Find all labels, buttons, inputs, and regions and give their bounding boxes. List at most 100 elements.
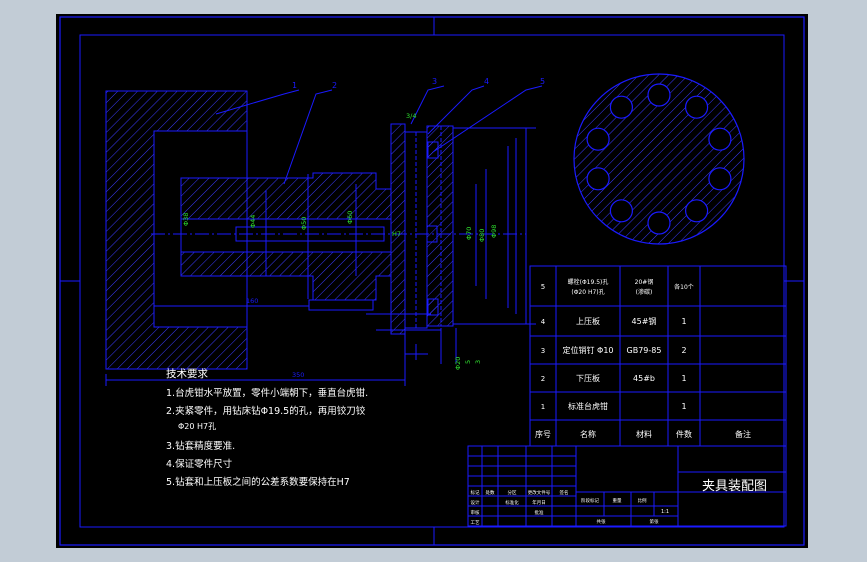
dim-phi-3: Φ50 [300, 217, 308, 230]
bom-header: 名称 [580, 429, 596, 439]
dim-phi-7: Φ98 [490, 225, 498, 238]
vise-jaw-opening [153, 130, 248, 328]
drill-bar [235, 226, 385, 242]
title-block [467, 445, 787, 527]
dim-phi-6: Φ80 [478, 229, 486, 242]
title-block-label: 重量 [613, 497, 622, 504]
drawing-title: 夹具装配图 [702, 479, 767, 494]
bom-row-qty: 2 [681, 346, 686, 355]
title-block-label: 分区 [508, 489, 517, 496]
note-1: 1.台虎钳水平放置，零件小端朝下，垂直台虎钳. [166, 388, 369, 399]
title-block-label: 共张 [597, 518, 606, 525]
dim-small-5: 3/4 [406, 112, 416, 120]
bolt-hole [708, 127, 732, 151]
bom-row-name: 下压板 [576, 373, 600, 383]
bom-table [529, 265, 787, 447]
title-block-label: 审核 [471, 509, 480, 516]
cad-viewport[interactable]: Φ38 Φ44 Φ50 Φ60 Φ70 Φ80 Φ98 Φ20 5 3 H7 3… [56, 14, 808, 548]
centering-marks [60, 17, 804, 545]
workpiece-upper [180, 172, 392, 220]
callout-4: 4 [484, 77, 489, 86]
dim-lower-length: 160 [246, 297, 258, 305]
callout-3: 3 [432, 77, 437, 86]
technical-notes: 技术要求 1.台虎钳水平放置，零件小端朝下，垂直台虎钳. 2.夹紧零件，用钻床钻… [166, 366, 368, 488]
title-block-labels: 标记处数 分区 更改文件号 签名年月日 设计 标准化审核工艺 批准 阶段标记 重量 比例共张 第张 [471, 489, 659, 526]
title-block-label: 批准 [535, 509, 544, 516]
bolt-hole [684, 95, 709, 119]
title-block-label: 第张 [650, 518, 659, 525]
title-block-label: 年月日 [532, 499, 546, 506]
plate-top-view [573, 73, 745, 245]
bolt-holes [586, 83, 732, 235]
leader-5 [432, 85, 543, 153]
bom-text: 5 螺栓(Φ19.5)孔 (Φ20 H7)孔 20#钢 (渗碳) 各10个 4 上压板 45#钢… [535, 278, 751, 439]
bolt-hole [708, 167, 732, 191]
bom-row-qty: 1 [681, 317, 686, 326]
bom-header: 材料 [636, 429, 652, 439]
leader-3 [410, 85, 445, 125]
bom-row-no: 5 [541, 283, 545, 291]
drawing-sheet: Φ38 Φ44 Φ50 Φ60 Φ70 Φ80 Φ98 Φ20 5 3 H7 3… [59, 16, 805, 546]
title-block-label: 标准化 [505, 499, 519, 506]
bom-row-name: 上压板 [576, 316, 600, 326]
callout-2: 2 [332, 81, 337, 90]
title-block-label: 比例 [638, 497, 647, 504]
note-2: 2.夹紧零件，用钻床钻Φ19.5的孔，再用铰刀铰 [166, 406, 366, 417]
bolt-hole [647, 83, 671, 107]
callouts: 1 2 3 4 5 [292, 77, 545, 90]
leader-1 [215, 89, 300, 115]
bom-row-name: 标准台虎钳 [568, 401, 608, 411]
bom-row-material: (渗碳) [636, 288, 653, 296]
dim-small-1: Φ20 [454, 357, 462, 370]
lower-plate [390, 123, 406, 335]
dim-phi-2: Φ44 [249, 215, 257, 228]
title-block-label: 工艺 [471, 520, 480, 526]
leader-4 [427, 85, 485, 135]
bolt-hole [684, 199, 709, 223]
bom-row-material: 45#b [633, 374, 655, 383]
dim-phi-1: Φ38 [182, 213, 190, 226]
dimension-values: 350 160 [246, 297, 304, 379]
dim-main-length: 350 [292, 371, 304, 379]
title-block-label: 更改文件号 [528, 489, 551, 496]
bom-row-no: 4 [541, 318, 546, 326]
bom-header: 件数 [676, 429, 692, 439]
bolt-hole [586, 167, 610, 191]
title-block-label: 标记 [471, 489, 480, 496]
notes-title: 技术要求 [166, 368, 208, 380]
bom-row-no: 2 [541, 375, 545, 383]
scale-value: 1:1 [661, 509, 669, 515]
section-view [105, 85, 543, 386]
bom-header: 备注 [735, 429, 751, 439]
bom-row-name: (Φ20 H7)孔 [571, 288, 604, 296]
dim-small-3: 3 [474, 360, 482, 364]
title-block-label: 设计 [471, 499, 480, 506]
note-2b: Φ20 H7孔 [178, 422, 217, 431]
bom-row-qty: 1 [681, 374, 686, 383]
bom-row-material: 20#钢 [635, 278, 654, 286]
bom-row-material: 45#钢 [632, 316, 657, 326]
title-block-label: 处数 [486, 489, 495, 496]
dim-small-4: H7 [392, 230, 401, 238]
bolt-hole [586, 127, 610, 151]
bom-row-material: GB79-85 [627, 346, 662, 355]
bom-row-no: 1 [541, 403, 545, 411]
note-5: 5.钻套和上压板之间的公差系数要保持在H7 [166, 477, 350, 488]
title-block-label: 签名 [560, 489, 569, 496]
bom-row-name: 螺栓(Φ19.5)孔 [568, 278, 609, 286]
note-4: 4.保证零件尺寸 [166, 459, 233, 470]
title-block-label: 阶段标记 [581, 497, 599, 504]
bolt-hole [609, 95, 634, 119]
bom-row-name: 定位销钉 Φ10 [562, 345, 613, 355]
bom-row-qty: 各10个 [674, 283, 694, 291]
bom-header: 序号 [535, 429, 551, 439]
dim-phi-4: Φ60 [346, 211, 354, 224]
note-3: 3.钻套精度要准. [166, 441, 236, 452]
bolt-hole [609, 199, 634, 223]
bom-row-no: 3 [541, 347, 545, 355]
dimension-labels: Φ38 Φ44 Φ50 Φ60 Φ70 Φ80 Φ98 Φ20 5 3 H7 3… [182, 112, 498, 370]
leader-2 [283, 89, 333, 185]
dim-phi-5: Φ70 [465, 227, 473, 240]
callout-5: 5 [540, 77, 545, 86]
callout-1: 1 [292, 81, 297, 90]
